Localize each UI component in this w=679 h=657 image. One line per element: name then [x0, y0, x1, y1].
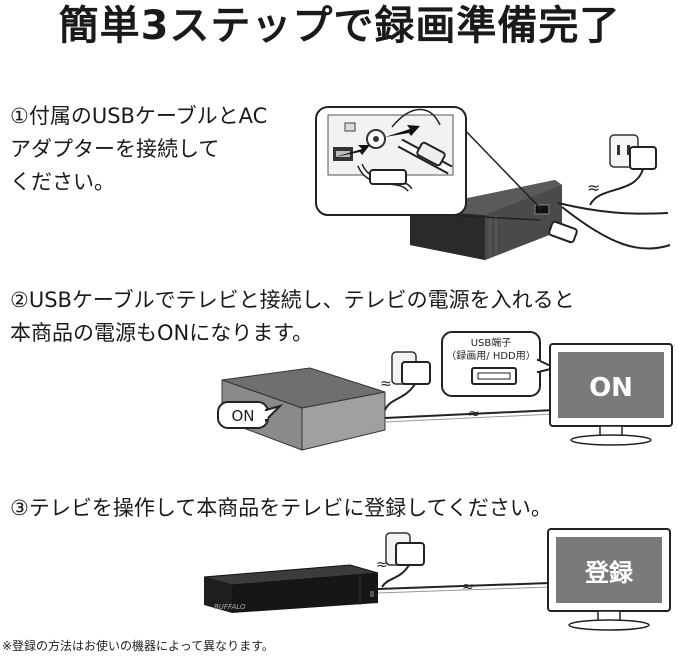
svg-text:≈: ≈ [468, 406, 480, 422]
device-logo: BUFFALO [214, 603, 246, 611]
usb-port-callout [441, 331, 559, 397]
tv-on-text: ON [589, 373, 633, 403]
usb-label-line1: USB端子 [471, 336, 512, 349]
on-callout-label: ON [231, 407, 254, 425]
hdd-device-step1 [410, 180, 562, 260]
on-callout [217, 401, 284, 429]
power-adapter-step3: ≈ [376, 532, 425, 588]
tv-register-text: 登録 [584, 559, 634, 587]
step-3-illustration: BUFFALO ≈ ≈ 登録 [203, 528, 671, 631]
svg-text:≈: ≈ [462, 579, 474, 595]
page-title: 簡単3ステップで録画準備完了 [58, 3, 621, 49]
wall-outlet: ≈ [587, 134, 657, 206]
step-1-illustration: ≈ [315, 106, 671, 260]
tv-step3 [547, 528, 671, 631]
usb-label-line2: （録画用/ HDD用） [446, 349, 535, 362]
svg-text:≈: ≈ [376, 557, 388, 573]
zoom-panel [315, 106, 467, 216]
step-3-text: ③テレビを操作して本商品をテレビに登録してください。 [10, 496, 552, 520]
tv-step2 [549, 343, 673, 446]
step-2-illustration: ON ≈ ≈ USB端子 （録画用/ HDD用） ON [217, 331, 673, 451]
svg-text:≈: ≈ [587, 178, 600, 197]
step-1-text: ①付属のUSBケーブルとAC アダプターを接続して ください。 [10, 104, 268, 194]
power-adapter-step2: ≈ [380, 351, 431, 411]
footnote: ※登録の方法はお使いの機器によって異なります。 [2, 639, 274, 653]
hdd-device-step3 [203, 564, 379, 613]
svg-text:≈: ≈ [380, 376, 392, 392]
step-2-text: ②USBケーブルでテレビと接続し、テレビの電源を入れると 本商品の電源もONにな… [10, 288, 575, 345]
